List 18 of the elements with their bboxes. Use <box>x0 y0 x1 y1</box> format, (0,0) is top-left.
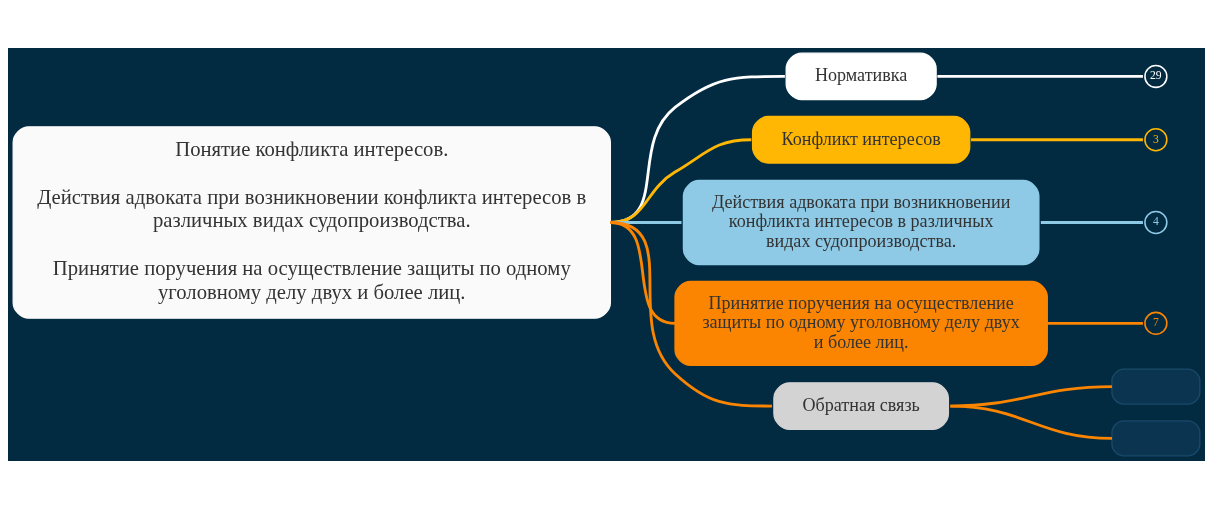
node-box: Обратная связь <box>773 381 950 430</box>
connector <box>1040 220 1143 224</box>
node-box: Нормативка <box>785 52 937 100</box>
connector <box>610 220 772 407</box>
connector <box>971 137 1143 141</box>
node-circle: 4 <box>1144 210 1168 234</box>
node-circle: 3 <box>1144 127 1168 151</box>
connector <box>937 74 1143 78</box>
node-box <box>1111 368 1201 405</box>
node-box: Принятие поручения на осуществление защиты по одному уголовному делу двух и более лиц. <box>674 280 1048 366</box>
node-box: Конфликт интересов <box>751 115 971 164</box>
node-box <box>1111 419 1201 456</box>
connector <box>1047 321 1143 325</box>
node-circle: 7 <box>1144 311 1168 335</box>
node-box: Понятие конфликта интересов. Действия адвоката при возникновении конфликта интересов в различных видах судопроизводства. Принятие поручения на осуществление защиты по одному уголовному делу двух и более лиц. <box>12 125 612 319</box>
node-box: Действия адвоката при возникновении конфликта интересов в различных видах судопроизводства. <box>682 179 1040 265</box>
connector <box>950 404 1112 440</box>
node-circle: 29 <box>1144 64 1168 88</box>
